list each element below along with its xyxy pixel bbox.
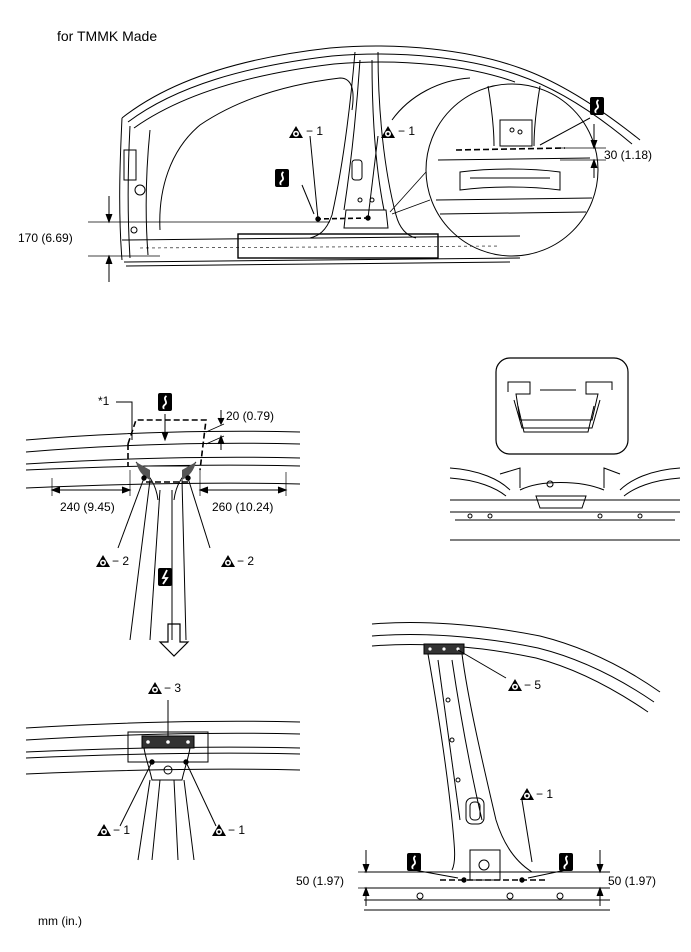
roof-rail-cut-view <box>25 401 301 641</box>
arrow-down-icon <box>158 623 190 657</box>
weld-point-icon <box>96 823 112 837</box>
weld-point-icon <box>288 125 304 139</box>
weld-callout-label: − 1 <box>306 124 324 138</box>
pillar-install-view <box>25 700 301 861</box>
saw-cut-icon <box>274 168 290 188</box>
dimension-50-left: 50 (1.97) <box>296 874 345 888</box>
roof-rail-section-view <box>449 357 681 541</box>
saw-cut-icon <box>558 852 574 872</box>
weld-callout-label: − 3 <box>164 681 182 695</box>
zigzag-cut-icon <box>157 567 173 587</box>
weld-callout-label: − 5 <box>524 678 542 692</box>
dimension-30: 30 (1.18) <box>604 148 653 162</box>
diagram-title: for TMMK Made <box>57 28 158 44</box>
weld-point-icon <box>147 681 163 695</box>
part-reference-label: *1 <box>98 394 110 408</box>
weld-callout-label: − 1 <box>228 823 246 837</box>
units-note: mm (in.) <box>38 914 82 928</box>
weld-point-icon <box>95 554 111 568</box>
b-pillar-install-view <box>358 622 661 911</box>
weld-point-icon <box>220 554 236 568</box>
saw-cut-icon <box>157 392 173 412</box>
weld-point-icon <box>507 678 523 692</box>
weld-callout-label: − 2 <box>112 554 130 568</box>
weld-callout-label: − 1 <box>113 823 131 837</box>
dimension-50-right: 50 (1.97) <box>608 874 657 888</box>
weld-point-icon <box>211 823 227 837</box>
dimension-260: 260 (10.24) <box>212 500 274 514</box>
dimension-170: 170 (6.69) <box>18 231 73 245</box>
weld-callout-label: − 1 <box>398 124 416 138</box>
dimension-20: 20 (0.79) <box>226 409 275 423</box>
weld-callout-label: − 1 <box>536 787 554 801</box>
dimension-240: 240 (9.45) <box>60 500 115 514</box>
weld-callout-label: − 2 <box>237 554 255 568</box>
weld-point-icon <box>519 787 535 801</box>
saw-cut-icon <box>406 852 422 872</box>
side-body-view <box>88 45 641 282</box>
saw-cut-icon <box>589 96 605 116</box>
weld-point-icon <box>380 125 396 139</box>
